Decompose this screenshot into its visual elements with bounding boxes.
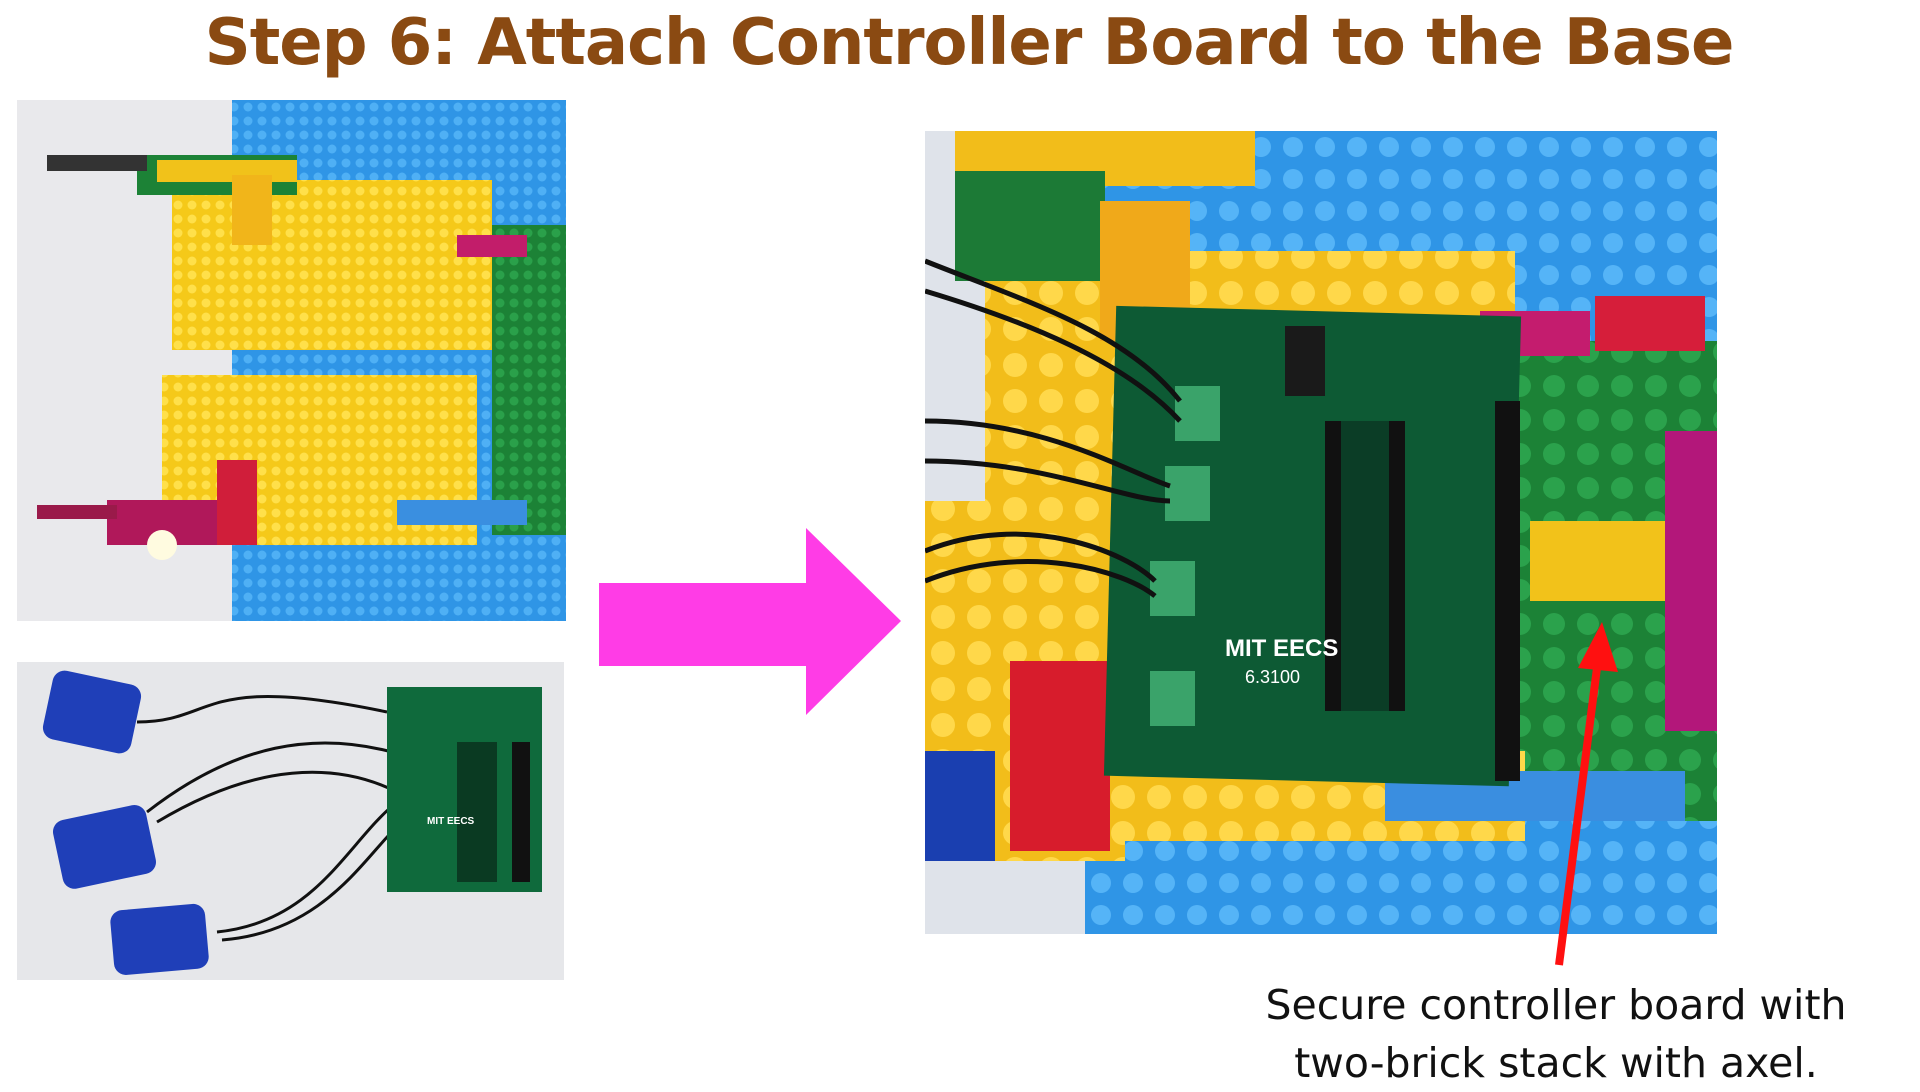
controller-board-with-solenoids-photo: MIT EECS: [17, 662, 564, 980]
caption: Secure controller board with two-brick s…: [1256, 976, 1856, 1092]
board-mounted-on-base-photo: MIT EECS 6.3100: [925, 131, 1717, 934]
caption-line-1: Secure controller board with: [1265, 981, 1847, 1029]
right-arrow-icon: [599, 528, 901, 715]
caption-line-2: two-brick stack with axel.: [1294, 1039, 1818, 1087]
lego-base-photo: [17, 100, 566, 621]
board-label-small: MIT EECS: [427, 816, 475, 827]
board-label: MIT EECS: [1225, 635, 1338, 662]
board-course: 6.3100: [1245, 667, 1300, 687]
slide-title: Step 6: Attach Controller Board to the B…: [204, 6, 1735, 80]
